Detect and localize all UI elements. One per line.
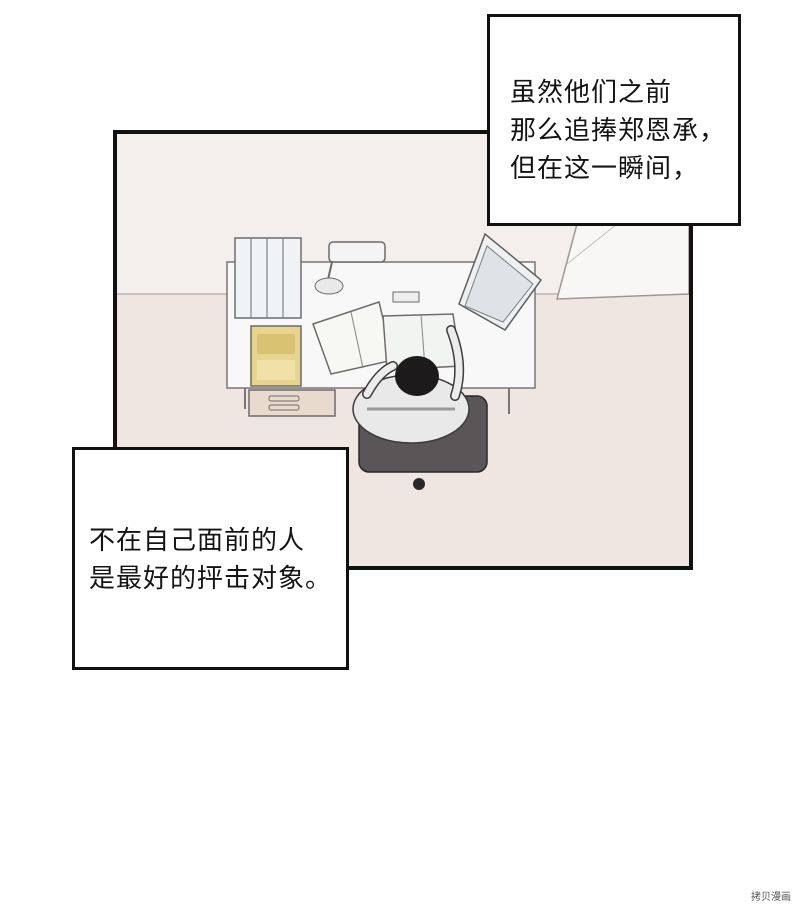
glass-partition — [556, 223, 689, 300]
caption-line: 那么追捧郑恩承， — [510, 116, 727, 146]
narration-box-top: 虽然他们之前 那么追捧郑恩承， 但在这一瞬间， — [487, 14, 741, 226]
caption-line: 是最好的抨击对象。 — [89, 564, 333, 594]
desk-drawers — [248, 389, 336, 417]
person-head — [395, 356, 439, 396]
office-illustration — [117, 134, 689, 490]
binder-stack — [234, 237, 302, 319]
narration-box-bottom: 不在自己面前的人 是最好的抨击对象。 — [72, 447, 349, 670]
caption-line: 虽然他们之前 — [510, 78, 673, 108]
caption-line: 不在自己面前的人 — [89, 526, 306, 556]
small-box — [392, 291, 420, 303]
watermark: 拷贝漫画 — [748, 887, 794, 904]
desk-lamp — [328, 241, 386, 263]
caption-line: 但在这一瞬间， — [510, 154, 700, 184]
